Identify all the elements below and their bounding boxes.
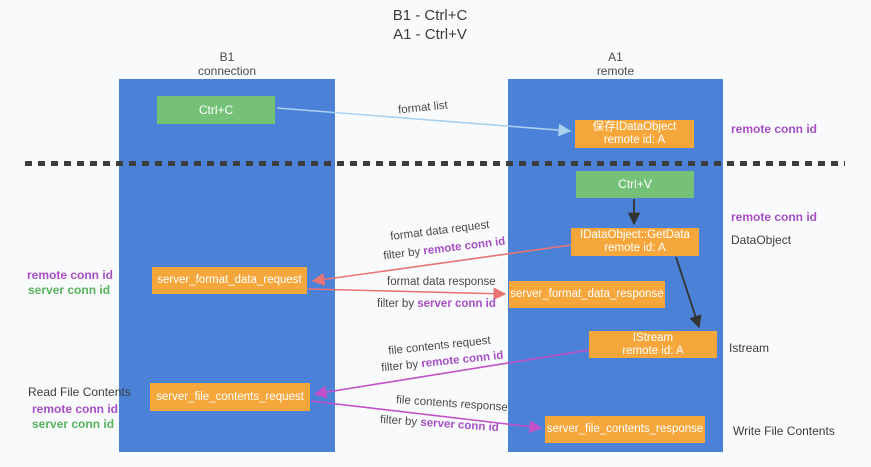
node-server-format-data-response: server_format_data_response — [509, 281, 665, 308]
label-format-list: format list — [397, 99, 449, 117]
node-save-idataobject: 保存IDataObject remote id: A — [575, 120, 694, 148]
server-conn-id-highlight: server conn id — [419, 416, 500, 435]
side-istream: Istream — [729, 341, 770, 355]
file-response-label: server_file_contents_response — [546, 423, 704, 435]
getdata-line2: remote id: A — [604, 242, 666, 254]
side-remote-conn-id-mid: remote conn id — [731, 210, 818, 224]
lane-b1-role: connection — [197, 64, 257, 78]
getdata-line1: IDataObject::GetData — [580, 229, 690, 241]
filter-by-text: filter by — [380, 358, 423, 375]
lane-header-b1: B1 connection — [119, 50, 335, 78]
lane-header-a1: A1 remote — [508, 50, 723, 78]
ctrl-v-label: Ctrl+V — [618, 177, 652, 191]
node-ctrl-c: Ctrl+C — [157, 96, 275, 124]
label-format-data-response: format data response — [387, 276, 496, 288]
side-left-file-remote-conn-id: remote conn id — [32, 402, 119, 416]
save-idataobject-line1: 保存IDataObject — [592, 121, 677, 133]
side-left-format-server-conn-id: server conn id — [28, 283, 111, 297]
file-request-label: server_file_contents_request — [156, 390, 304, 403]
side-remote-conn-id-top: remote conn id — [731, 122, 818, 136]
lane-a1-role: remote — [596, 64, 635, 78]
format-response-label: server_format_data_response — [510, 288, 664, 300]
filter-by-text: filter by — [379, 413, 421, 429]
format-request-label: server_format_data_request — [157, 274, 302, 286]
node-idataobject-getdata: IDataObject::GetData remote id: A — [571, 228, 699, 256]
title-line-2: A1 - Ctrl+V — [393, 26, 467, 43]
save-idataobject-line2: remote id: A — [603, 134, 666, 146]
istream-line2: remote id: A — [622, 344, 684, 357]
side-read-file-contents: Read File Contents — [28, 385, 131, 399]
side-left-format-remote-conn-id: remote conn id — [27, 268, 114, 282]
side-dataobject: DataObject — [731, 233, 792, 247]
arrow-format-data-response — [307, 287, 507, 301]
lane-a1-name: A1 — [608, 50, 623, 64]
server-conn-id-highlight: server conn id — [417, 298, 496, 310]
filter-by-text: filter by — [382, 245, 425, 263]
label-filter-by-server-1: filter by server conn id — [377, 298, 496, 310]
title-line-1: B1 - Ctrl+C — [392, 7, 468, 24]
node-ctrl-v: Ctrl+V — [576, 171, 694, 198]
remote-conn-id-highlight: remote conn id — [420, 349, 504, 371]
phase-separator-dashed-line — [25, 161, 845, 166]
node-istream: IStream remote id: A — [589, 331, 717, 358]
ctrl-c-label: Ctrl+C — [198, 102, 234, 117]
diagram-title: B1 - Ctrl+C A1 - Ctrl+V — [330, 6, 530, 44]
node-server-file-contents-response: server_file_contents_response — [545, 416, 705, 443]
filter-by-text: filter by — [377, 298, 418, 310]
lane-b1-name: B1 — [219, 50, 235, 64]
side-left-file-server-conn-id: server conn id — [32, 417, 115, 431]
label-filter-by-server-2: filter by server conn id — [380, 414, 499, 434]
remote-conn-id-highlight: remote conn id — [422, 235, 506, 258]
node-server-file-contents-request: server_file_contents_request — [150, 383, 310, 411]
label-file-contents-response: file contents response — [395, 394, 509, 414]
side-write-file-contents: Write File Contents — [733, 424, 835, 438]
istream-line1: IStream — [632, 331, 674, 344]
node-server-format-data-request: server_format_data_request — [152, 267, 307, 294]
